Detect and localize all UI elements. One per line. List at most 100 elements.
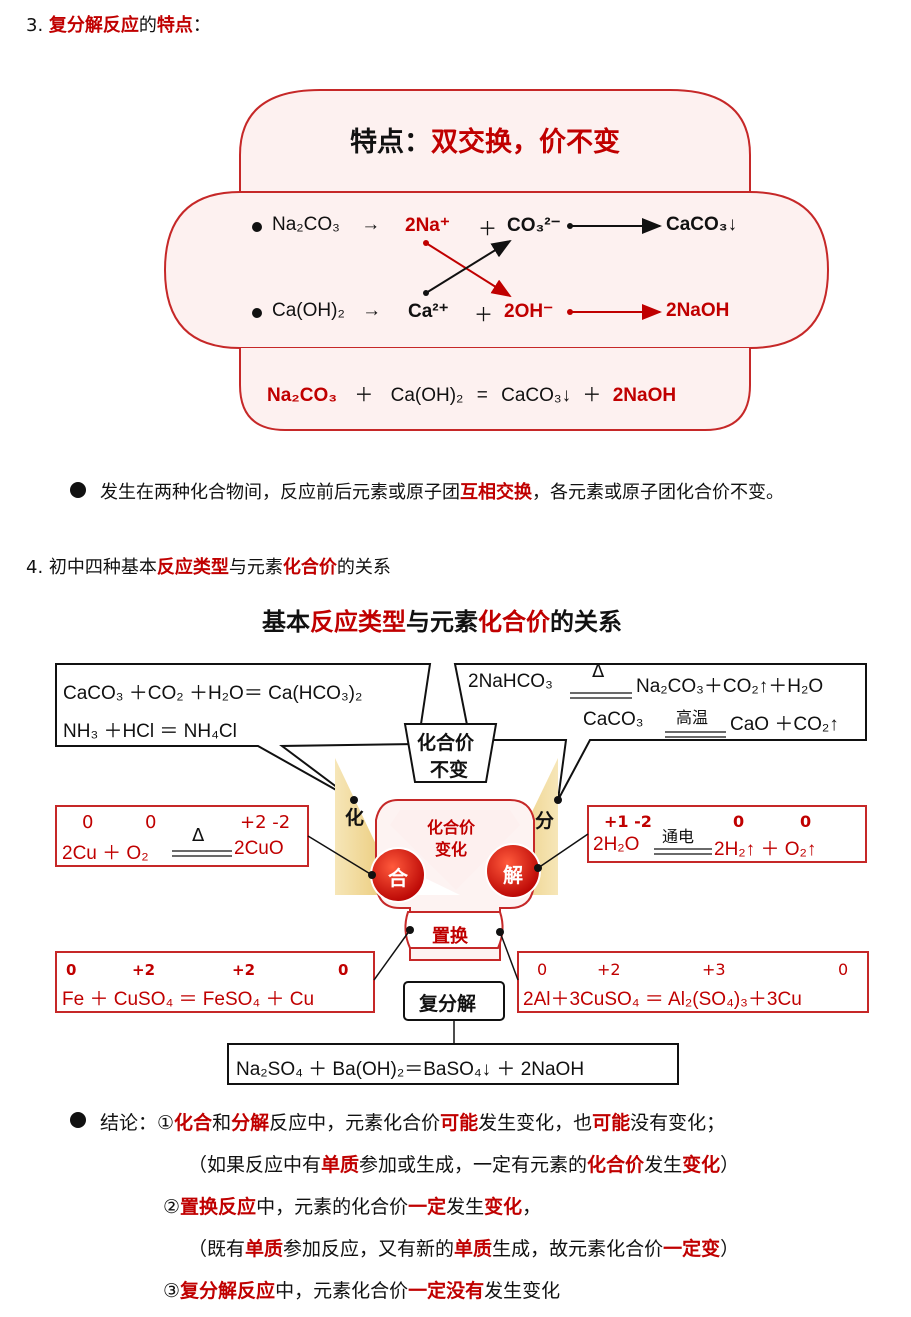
- highlight: 可能: [440, 1112, 479, 1134]
- equation-electrolysis: 2H₂O: [593, 834, 640, 855]
- highlight: 反应类型: [310, 608, 406, 636]
- section4-heading: 4. 初中四种基本反应类型与元素化合价的关系: [26, 553, 391, 579]
- text: 中，元素的化合价: [256, 1196, 409, 1218]
- condition-heat: Δ: [192, 825, 205, 846]
- eq-term: Na₂CO₃: [267, 385, 338, 406]
- oxidation-state: 0: [800, 812, 812, 831]
- text: 与元素: [228, 557, 283, 578]
- label-displacement: 置换: [432, 926, 468, 947]
- conclusion-line-5: ③复分解反应中，元素化合价一定没有发生变化: [163, 1276, 560, 1303]
- condition-heat: Δ: [592, 661, 605, 682]
- label-decomposition: 解: [503, 863, 523, 887]
- text: ②: [163, 1196, 181, 1218]
- eq-term: CaCO₃↓: [501, 385, 572, 406]
- equation-decomposition-2b: CaO ＋CO₂↑: [730, 714, 839, 735]
- condition-high-temp: 高温: [676, 708, 709, 727]
- oxidation-state: 0: [66, 961, 77, 979]
- feature-label: 特点：: [350, 127, 431, 158]
- oxidation-state: 0: [82, 812, 94, 833]
- text: 发生: [446, 1196, 485, 1218]
- product-naoh: 2NaOH: [666, 300, 730, 321]
- plus: ＋: [354, 385, 374, 406]
- label-double-decomposition: 复分解: [419, 993, 477, 1015]
- plus: ＋: [478, 219, 498, 240]
- eq-term: Ca(OH)₂: [390, 385, 464, 406]
- highlight: 置换反应: [180, 1196, 257, 1218]
- text: 参加或生成，一定有元素的: [359, 1154, 588, 1176]
- reaction-row-2: Ca(OH)₂ →: [272, 300, 381, 322]
- ion-oh: 2OH⁻: [504, 301, 554, 322]
- equation-combination-1: CaCO₃ ＋CO₂ ＋H₂O＝ Ca(HCO₃)₂: [63, 683, 363, 704]
- conclusion-line-3: ②置换反应中，元素的化合价一定发生变化，: [163, 1192, 541, 1219]
- highlight: 化合: [174, 1112, 213, 1134]
- equation-displacement-fe: Fe ＋ CuSO₄ ＝ FeSO₄ ＋ Cu: [62, 989, 315, 1010]
- text: ）: [720, 1154, 740, 1176]
- text: 发生变化: [484, 1280, 561, 1302]
- equation-double-decomposition: Na₂SO₄ ＋ Ba(OH)₂＝BaSO₄↓ ＋ 2NaOH: [236, 1059, 585, 1080]
- text: 基本: [262, 608, 310, 636]
- bullet1-text: 发生在两种化合物间，反应前后元素或原子团互相交换，各元素或原子团化合价不变。: [100, 478, 784, 504]
- bullet-icon: [70, 482, 86, 498]
- highlight: 可能: [592, 1112, 631, 1134]
- text: ，: [522, 1196, 542, 1218]
- text: 中，元素化合价: [275, 1280, 409, 1302]
- highlight: 复分解反应: [180, 1280, 276, 1302]
- ion-ca: Ca²⁺: [408, 301, 449, 322]
- formula: Ca(OH)₂: [272, 300, 345, 321]
- oxidation-state: 0: [145, 812, 157, 833]
- text: 和: [212, 1112, 232, 1134]
- feature-value: 双交换，价不变: [431, 127, 620, 158]
- diagram-title: 基本反应类型与元素化合价的关系: [262, 602, 622, 637]
- oxidation-state: +2: [232, 961, 256, 979]
- highlight: 反应类型: [156, 557, 229, 578]
- text: ）: [720, 1238, 740, 1260]
- label-hua: 化: [345, 807, 365, 829]
- equation-product: 2H₂↑ ＋ O₂↑: [714, 839, 817, 860]
- highlight: 一定变: [663, 1238, 721, 1260]
- oxidation-state: +1 -2: [604, 812, 652, 831]
- text: （如果反应中有: [188, 1154, 322, 1176]
- oxidation-state: 0: [338, 961, 349, 979]
- equation-decomposition-1a: 2NaHCO₃: [468, 671, 553, 692]
- section-number: 3.: [26, 15, 44, 36]
- formula: Na₂CO₃: [272, 214, 340, 235]
- oxidation-state: +3: [702, 960, 726, 979]
- highlight: 化合价: [587, 1154, 645, 1176]
- arrow: →: [361, 214, 381, 235]
- arrow: →: [362, 300, 382, 321]
- equation-product: 2CuO: [234, 838, 284, 859]
- highlight: 互相交换: [460, 482, 532, 503]
- oxidation-state: +2 -2: [240, 812, 291, 833]
- reaction-row-1: Na₂CO₃ →: [272, 214, 380, 236]
- label-combination: 合: [388, 866, 408, 890]
- condition-electricity: 通电: [662, 827, 695, 846]
- heading-text: ：: [192, 15, 211, 36]
- text: 的关系: [336, 557, 391, 578]
- text: 没有变化；: [630, 1112, 726, 1134]
- heading-term: 复分解反应: [48, 15, 139, 36]
- text: 发生在两种化合物间，反应前后元素或原子团: [100, 482, 460, 503]
- highlight: 化合价: [478, 608, 550, 636]
- highlight: 一定: [408, 1196, 447, 1218]
- text: 的关系: [550, 608, 622, 636]
- eq-term: 2NaOH: [612, 385, 677, 406]
- text: ，各元素或原子团化合价不变。: [532, 482, 784, 503]
- text: （既有: [188, 1238, 246, 1260]
- equation-displacement-al: 2Al＋3CuSO₄ ＝ Al₂(SO₄)₃＋3Cu: [523, 989, 802, 1010]
- text: 参加反应，又有新的: [283, 1238, 455, 1260]
- feature-title: 特点：双交换，价不变: [350, 120, 620, 159]
- bullet-icon: [70, 1112, 86, 1128]
- plus: ＋: [474, 305, 494, 326]
- highlight: 分解: [231, 1112, 270, 1134]
- text: 与元素: [406, 608, 478, 636]
- conclusion-line-4: （既有单质参加反应，又有新的单质生成，故元素化合价一定变）: [188, 1234, 739, 1261]
- highlight: 一定没有: [408, 1280, 485, 1302]
- highlight: 单质: [454, 1238, 493, 1260]
- equation-combination-cu: 2Cu ＋ O₂: [62, 843, 149, 864]
- label-valence-unchanged: 不变: [430, 759, 469, 781]
- oxidation-state: 0: [733, 812, 745, 831]
- equation-combination-2: NH₃ ＋HCl ＝ NH₄Cl: [63, 721, 237, 742]
- text: 发生: [644, 1154, 683, 1176]
- conclusion-line-2: （如果反应中有单质参加或生成，一定有元素的化合价发生变化）: [188, 1150, 739, 1177]
- product-caco3: CaCO₃↓: [666, 214, 738, 235]
